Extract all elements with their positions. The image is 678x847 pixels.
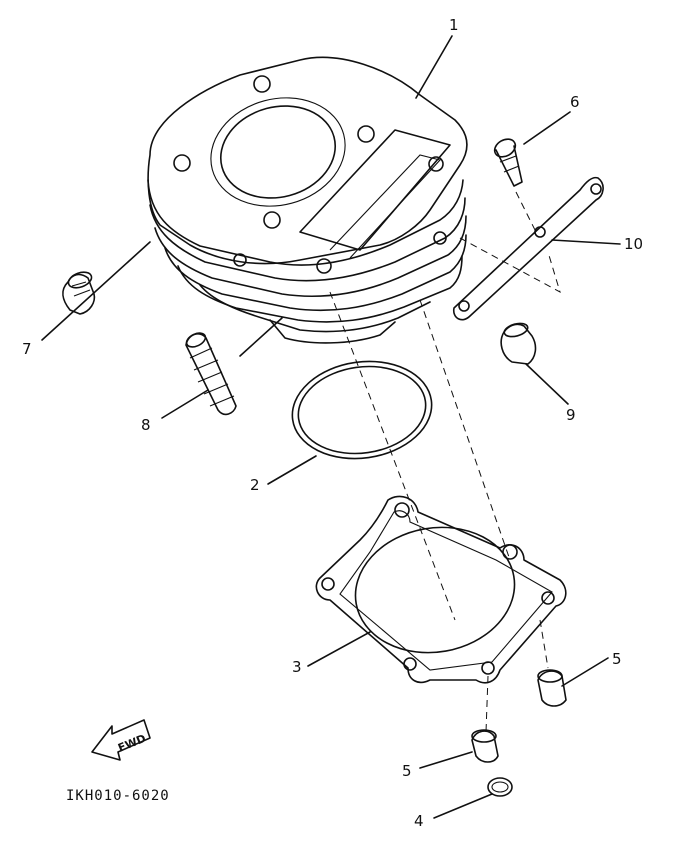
callout-5-lower: 5	[402, 762, 412, 780]
bracket-part-10	[452, 176, 604, 321]
callout-5-upper: 5	[612, 650, 622, 668]
gasket-part-3	[315, 495, 567, 684]
o-ring-part-2	[291, 360, 433, 460]
dowel-pin-part-9	[500, 322, 537, 365]
callout-3: 3	[292, 658, 302, 676]
callout-8: 8	[141, 416, 151, 434]
alignment-lines	[329, 191, 561, 733]
callout-1: 1	[449, 16, 459, 34]
callout-6: 6	[570, 93, 580, 111]
callout-10: 10	[624, 235, 643, 253]
fwd-arrow-icon: FWD	[91, 719, 151, 761]
callout-7: 7	[22, 340, 32, 358]
fwd-label: FWD	[116, 732, 148, 755]
stud-part-8	[185, 332, 237, 416]
dowel-pin-part-5-lower	[471, 729, 499, 763]
leader-lines	[41, 35, 621, 819]
callout-4: 4	[414, 812, 424, 830]
bolt-part-6	[493, 138, 523, 187]
dowel-pin-part-7	[62, 271, 96, 315]
diagram-code: IKH010-6020	[66, 788, 170, 804]
cylinder-part	[147, 56, 468, 344]
dowel-pin-part-5-upper	[537, 669, 567, 707]
callout-labels: 1 6 10 7 8 9 2 3 5 5 4	[22, 16, 643, 830]
callout-9: 9	[566, 406, 576, 424]
callout-2: 2	[250, 476, 260, 494]
o-ring-part-4	[487, 777, 513, 797]
